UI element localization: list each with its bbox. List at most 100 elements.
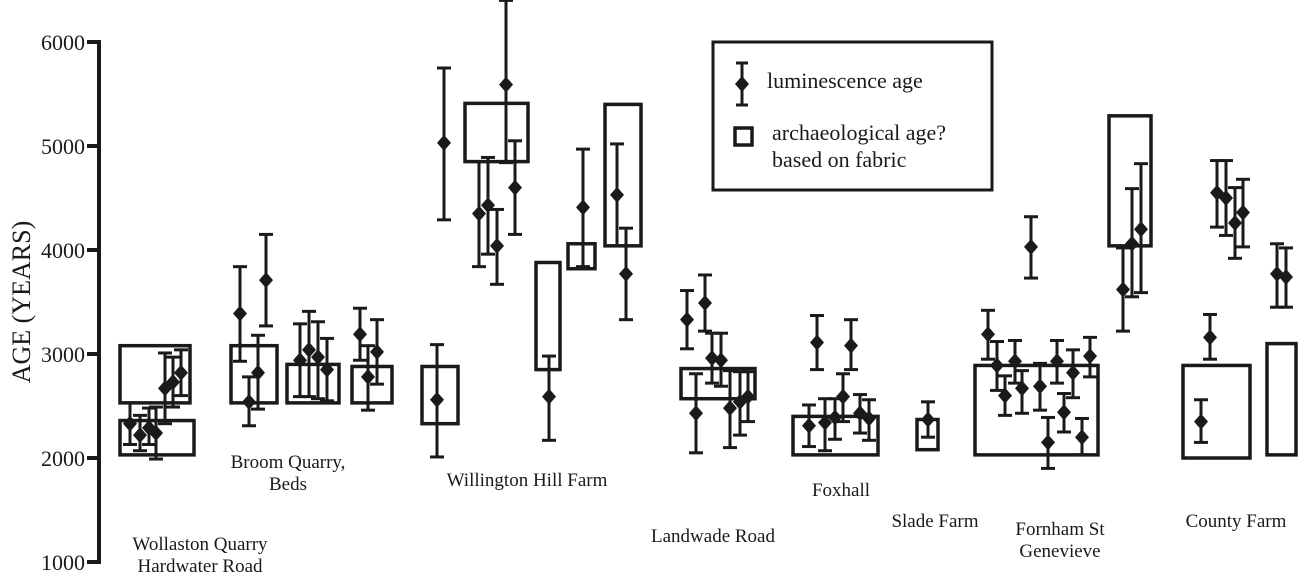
luminescence-point [353,306,367,362]
diamond-marker [370,343,384,360]
diamond-marker [472,205,486,222]
diamond-marker [921,411,935,428]
luminescence-point [1228,186,1242,260]
luminescence-point [490,207,504,286]
luminescence-point [370,318,384,386]
luminescence-point [1057,392,1071,434]
luminescence-point [921,400,935,439]
diamond-marker [1075,429,1089,446]
luminescence-point [430,343,444,459]
luminescence-point [998,374,1012,417]
luminescence-point [576,147,590,269]
diamond-marker [302,341,316,358]
luminescence-point [1041,415,1055,470]
y-tick-label: 1000 [41,550,85,575]
archaeological-range-box [420,364,460,426]
site-label: Landwade Road [651,526,775,547]
diamond-marker [293,352,307,369]
luminescence-point [293,322,307,399]
diamond-marker [1041,434,1055,451]
site-label: County Farm [1186,511,1287,532]
archaeological-range-box [534,260,562,372]
diamond-marker [619,265,633,282]
luminescence-point [320,336,334,403]
diamond-marker [508,179,522,196]
luminescence-point [680,289,694,351]
archaeological-range-box [463,101,530,164]
luminescence-point [1066,348,1080,400]
diamond-marker [242,393,256,410]
luminescence-point [853,393,867,435]
site-label: Fornham St [1015,519,1105,540]
luminescence-point [810,314,824,372]
diamond-marker [998,387,1012,404]
luminescence-point [233,265,247,363]
luminescence-point [311,320,325,401]
luminescence-point [990,340,1004,392]
luminescence-point [437,66,451,222]
luminescence-point [1024,215,1038,280]
archaeological-range-box [603,102,643,248]
diamond-marker [499,76,513,93]
diamond-marker [576,199,590,216]
diamond-marker [1228,214,1242,231]
diamond-marker [311,349,325,366]
diamond-marker [437,134,451,151]
site-label: Genevieve [1019,541,1100,562]
luminescence-point [242,375,256,428]
diamond-marker [1116,281,1130,298]
luminescence-point [149,405,163,461]
luminescence-point [689,372,703,455]
luminescence-point [1219,159,1233,237]
legend-label-archaeological-line2: based on fabric [772,147,907,172]
luminescence-point [1194,398,1208,444]
diamond-marker [1203,329,1217,346]
luminescence-point [1033,361,1047,412]
site-label: Slade Farm [891,511,978,532]
luminescence-point [1125,187,1139,299]
diamond-marker [149,425,163,442]
diamond-marker [990,357,1004,374]
diamond-marker [1050,353,1064,370]
diamond-marker [1194,413,1208,430]
diamond-marker [320,361,334,378]
y-tick-label: 2000 [41,446,85,471]
archaeological-range-box [1181,363,1252,460]
diamond-marker [610,186,624,203]
site-label: Wollaston Quarry [132,534,268,555]
luminescence-point [828,397,842,441]
luminescence-point [714,331,728,388]
archaeological-range-box [973,363,1100,457]
diamond-marker [714,352,728,369]
site-label: Beds [269,474,307,495]
diamond-marker [862,410,876,427]
diamond-marker [1024,238,1038,255]
luminescence-point [166,355,180,409]
legend-square-icon [733,126,754,147]
luminescence-point [123,401,137,446]
y-tick-label: 3000 [41,342,85,367]
legend-label-luminescence: luminescence age [767,68,923,93]
luminescence-point [1015,369,1029,415]
diamond-marker [490,237,504,254]
site-label: Broom Quarry, [231,452,346,473]
diamond-marker [251,364,265,381]
diamond-marker [123,415,137,432]
legend: luminescence age archaeological age? bas… [711,40,994,192]
y-tick-label: 6000 [41,30,85,55]
luminescence-point [836,372,850,424]
luminescence-point [1210,159,1224,229]
archaeological-range-box [285,362,341,405]
site-label: Hardwater Road [137,556,263,577]
luminescence-point [1236,177,1250,249]
luminescence-point [741,370,755,424]
diamond-marker [1008,353,1022,370]
luminescence-point [133,413,147,453]
site-label: Foxhall [812,480,870,501]
luminescence-point [698,273,712,333]
luminescence-point [174,348,188,398]
luminescence-point [1134,162,1148,295]
